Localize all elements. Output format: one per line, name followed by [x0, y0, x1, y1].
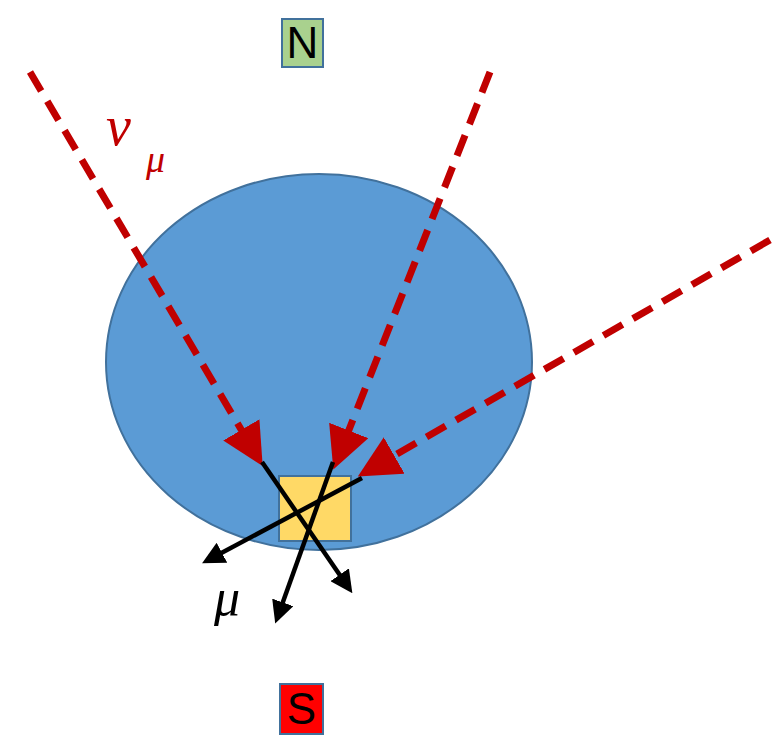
south-label-box: S [279, 683, 324, 735]
neutrino-symbol: ν [106, 98, 131, 154]
earth-ellipse [106, 174, 532, 550]
pole-letter: N [287, 21, 319, 65]
muon-symbol: μ [214, 572, 240, 624]
north-label-box: N [281, 18, 324, 68]
neutrino-track [30, 72, 252, 448]
pole-letter: S [287, 687, 316, 731]
muon-track [279, 462, 333, 613]
neutrino-track [376, 240, 770, 466]
neutrino-track [341, 72, 490, 450]
neutrino-subscript: μ [146, 140, 165, 178]
muon-track [212, 478, 362, 558]
